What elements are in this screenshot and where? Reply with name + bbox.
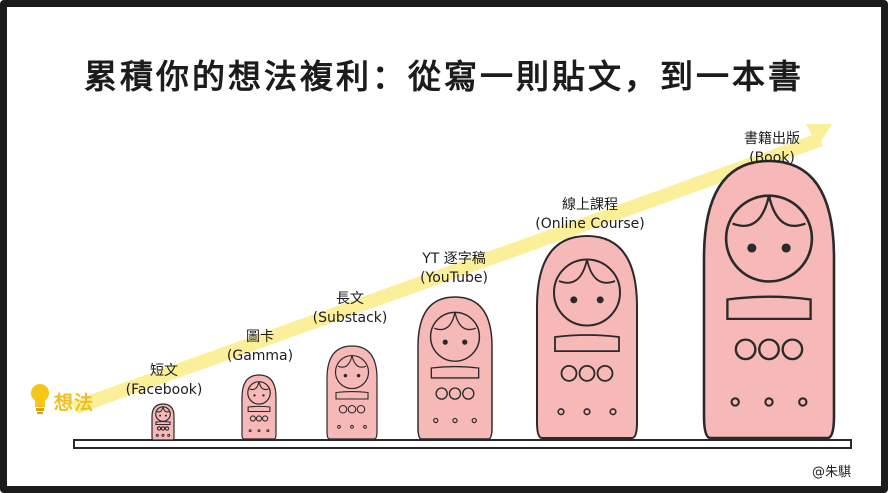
- stage-sub: (YouTube): [420, 270, 488, 286]
- lightbulb-icon: [31, 384, 49, 414]
- stage-name: 短文: [150, 363, 178, 379]
- stage-name: 線上課程: [562, 197, 618, 213]
- shelf: [73, 439, 852, 449]
- doll-youtube: [417, 296, 493, 440]
- stage-sub: (Facebook): [125, 382, 203, 398]
- growth-arrow: [70, 133, 823, 414]
- doll-facebook: [151, 403, 175, 441]
- doll-book: [702, 159, 836, 440]
- stage-name: YT 逐字稿: [422, 251, 486, 267]
- growth-arrow-head: [806, 124, 832, 146]
- stage-name: 書籍出版: [744, 131, 800, 147]
- stage-sub: (Gamma): [226, 348, 294, 364]
- stage-sub: (Online Course): [535, 216, 645, 232]
- idea-label: 想法: [54, 392, 95, 414]
- stage-label-substack: 長文 (Substack): [298, 290, 402, 328]
- stage-label-online-course: 線上課程 (Online Course): [520, 196, 660, 234]
- stage-sub: (Substack): [312, 310, 388, 326]
- stage-name: 長文: [336, 291, 364, 307]
- doll-substack: [326, 345, 378, 440]
- stage-label-book: 書籍出版 (Book): [720, 130, 824, 168]
- doll-gamma: [241, 374, 277, 440]
- stage-label-youtube: YT 逐字稿 (YouTube): [398, 250, 510, 288]
- stage-sub: (Book): [749, 150, 795, 166]
- doll-online-course: [536, 234, 638, 439]
- page-title: 累積你的想法複利：從寫一則貼文，到一本書: [84, 57, 804, 96]
- stage-label-facebook: 短文 (Facebook): [112, 362, 216, 400]
- stage-label-gamma: 圖卡 (Gamma): [214, 328, 306, 366]
- author-credit: @朱騏: [812, 465, 852, 480]
- stage-name: 圖卡: [246, 329, 274, 345]
